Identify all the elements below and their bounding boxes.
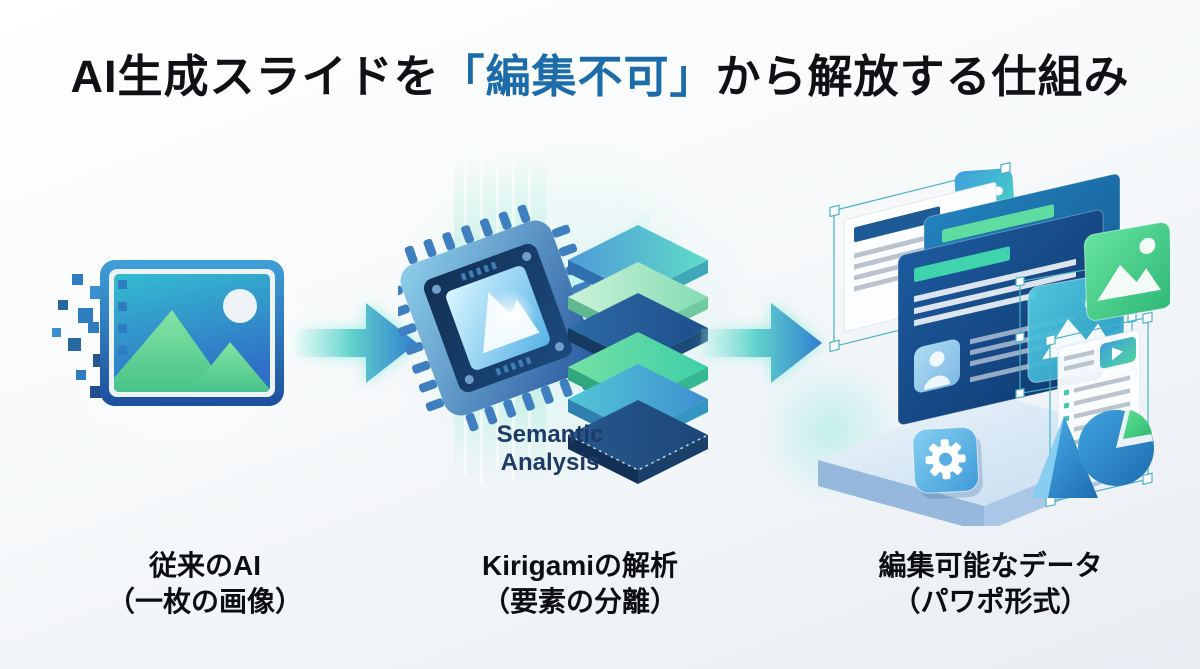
sun-glyph xyxy=(223,289,257,323)
pixel-squares xyxy=(52,274,106,398)
triangle-shape-icon xyxy=(1032,416,1098,498)
semantic-analysis-caption: Semantic Analysis xyxy=(496,421,604,477)
gear-icon xyxy=(912,426,983,499)
editable-slides-illustration xyxy=(806,154,1173,532)
stage-label-kirigami-analysis: Kirigamiの解析 （要素の分離） xyxy=(481,550,679,618)
page-title: AI生成スライドを「編集不可」から解放する仕組み xyxy=(0,40,1200,105)
mountain-glyph xyxy=(114,310,230,392)
stage-label-traditional-ai: 従来のAI （一枚の画像） xyxy=(106,550,303,618)
stage-label-editable-data: 編集可能なデータ （パワポ形式） xyxy=(878,550,1103,618)
cpu-chip xyxy=(384,204,612,432)
title-highlight: 「編集不可」 xyxy=(439,51,716,102)
image-tile-green xyxy=(1083,222,1173,321)
title-prefix: AI生成スライドを xyxy=(70,51,440,102)
flow-arrow-icon xyxy=(296,291,424,395)
title-suffix: から解放する仕組み xyxy=(715,51,1130,102)
flow-arrow-icon xyxy=(701,291,829,395)
cpu-chip-and-layers-icon xyxy=(384,152,733,484)
layer-stack xyxy=(568,225,708,484)
pixelated-image-icon xyxy=(52,248,297,420)
pie-chart-icon xyxy=(1078,410,1154,486)
